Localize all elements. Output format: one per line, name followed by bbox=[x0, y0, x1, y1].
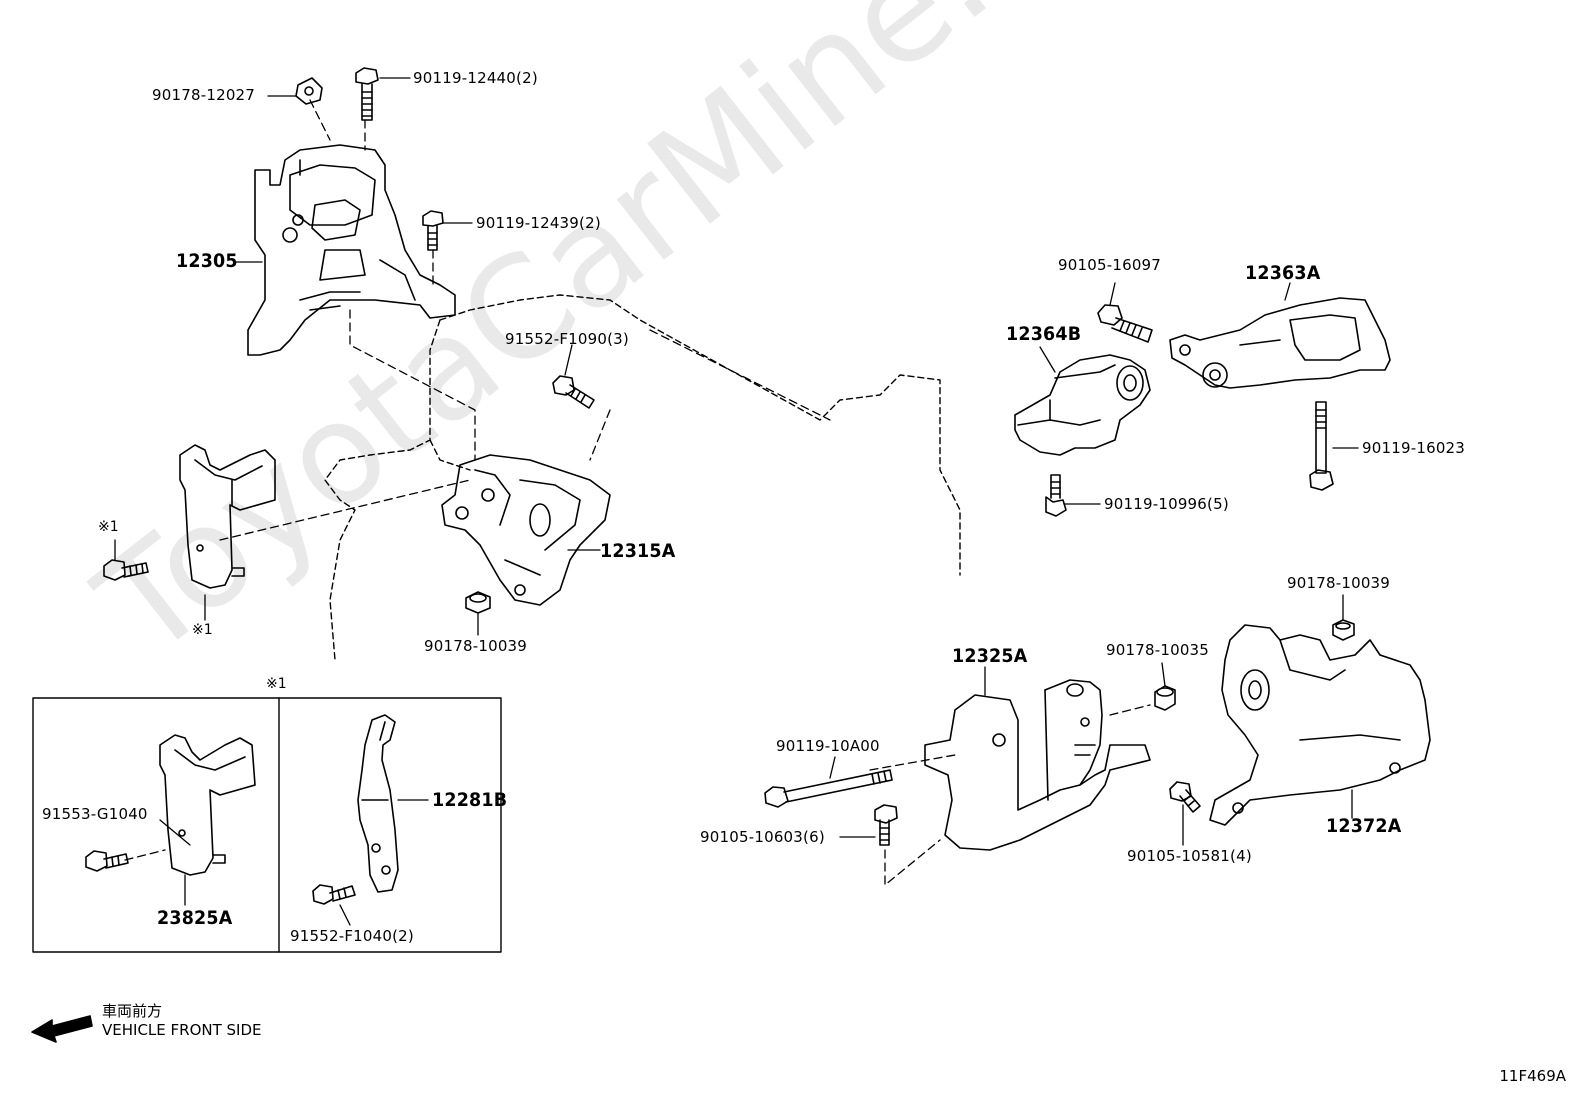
detail-box bbox=[32, 697, 502, 953]
label-90105-10581: 90105-10581(4) bbox=[1127, 847, 1252, 865]
engine-outline bbox=[324, 294, 961, 661]
label-90119-10996: 90119-10996(5) bbox=[1104, 495, 1229, 513]
label-90119-10A00: 90119-10A00 bbox=[776, 737, 880, 755]
part-12315A bbox=[441, 454, 611, 606]
figure-code: 11F469A bbox=[1499, 1067, 1566, 1085]
label-12372A: 12372A bbox=[1326, 815, 1402, 837]
part-bracket-left bbox=[179, 444, 276, 589]
label-12305: 12305 bbox=[176, 250, 238, 272]
part-90119-10996 bbox=[1045, 474, 1067, 517]
part-91552-F1040 bbox=[312, 884, 356, 905]
front-side-cn: 車両前方 bbox=[102, 1002, 163, 1020]
label-90105-10603: 90105-10603(6) bbox=[700, 828, 825, 846]
label-90119-12439: 90119-12439(2) bbox=[476, 214, 601, 232]
part-12325A bbox=[924, 679, 1151, 851]
label-91552-F1090: 91552-F1090(3) bbox=[505, 330, 629, 348]
part-90119-10A00 bbox=[764, 769, 893, 808]
part-12281B bbox=[357, 714, 399, 893]
part-90105-10581 bbox=[1169, 781, 1201, 813]
label-12364B: 12364B bbox=[1006, 323, 1082, 345]
label-90178-10039-a: 90178-10039 bbox=[424, 637, 528, 655]
part-90119-12440 bbox=[355, 67, 379, 121]
part-12305 bbox=[247, 144, 456, 356]
part-91553-G1040 bbox=[85, 850, 129, 872]
label-12281B: 12281B bbox=[432, 789, 508, 811]
label-23825A: 23825A bbox=[157, 907, 233, 929]
note-mark-box: ※1 bbox=[266, 676, 287, 692]
label-91552-F1040: 91552-F1040(2) bbox=[290, 927, 414, 945]
label-90105-16097: 90105-16097 bbox=[1058, 256, 1162, 274]
part-90119-16023 bbox=[1309, 401, 1334, 491]
part-23825A bbox=[159, 734, 256, 876]
label-90178-12027: 90178-12027 bbox=[152, 86, 256, 104]
label-12315A: 12315A bbox=[600, 540, 676, 562]
label-12363A: 12363A bbox=[1245, 262, 1321, 284]
label-12325A: 12325A bbox=[952, 645, 1028, 667]
label-90178-10039-b: 90178-10039 bbox=[1287, 574, 1391, 592]
part-91552-F1090 bbox=[552, 375, 595, 409]
label-90178-10035: 90178-10035 bbox=[1106, 641, 1210, 659]
part-90178-10039-a bbox=[465, 591, 491, 614]
part-90105-10603 bbox=[874, 804, 898, 846]
label-91553-G1040: 91553-G1040 bbox=[42, 805, 148, 823]
part-12372A bbox=[1209, 624, 1431, 826]
part-90105-16097 bbox=[1097, 304, 1153, 343]
part-90119-12439 bbox=[422, 210, 444, 251]
label-leaders bbox=[114, 77, 1359, 926]
part-90178-12027 bbox=[295, 77, 323, 105]
leader-dashes bbox=[124, 99, 1151, 886]
note-mark-bolt: ※1 bbox=[98, 519, 119, 535]
front-arrow-icon bbox=[31, 1015, 93, 1043]
part-90178-10035 bbox=[1154, 685, 1176, 711]
part-12364B bbox=[1014, 354, 1151, 456]
part-90178-10039-b bbox=[1332, 619, 1355, 641]
note-mark-bracket: ※1 bbox=[192, 622, 213, 638]
part-bolt-mark1 bbox=[103, 559, 149, 581]
label-90119-16023: 90119-16023 bbox=[1362, 439, 1466, 457]
label-90119-12440: 90119-12440(2) bbox=[413, 69, 538, 87]
part-12363A bbox=[1169, 297, 1391, 389]
front-side-en: VEHICLE FRONT SIDE bbox=[102, 1021, 262, 1039]
